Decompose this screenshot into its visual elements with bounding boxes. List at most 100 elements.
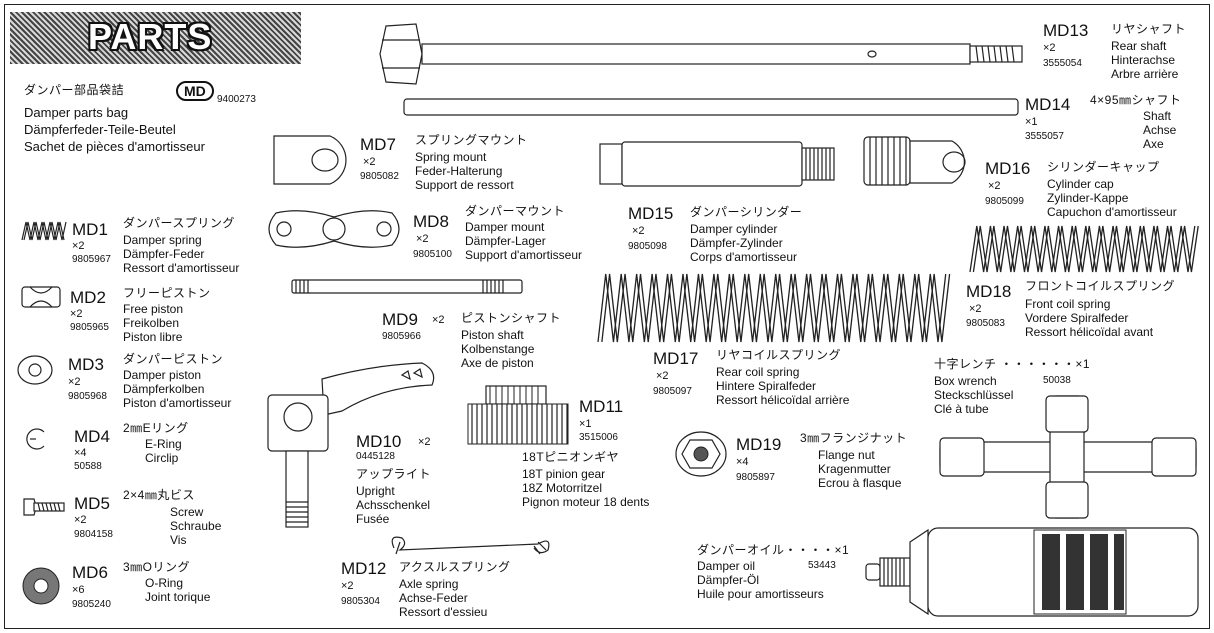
md2-jp: フリーピストン — [123, 286, 211, 300]
md-bag-badge: MD — [176, 81, 214, 101]
piston-icon — [17, 355, 53, 385]
md16-jp: シリンダーキャップ — [1047, 160, 1160, 174]
md8-jp: ダンパーマウント — [465, 204, 566, 218]
bag-names: Damper parts bag Dämpferfeder-Teile-Beut… — [24, 104, 205, 155]
wrench-number: 50038 — [1043, 375, 1071, 386]
bag-name-fr: Sachet de pièces d'amortisseur — [24, 139, 205, 154]
md5-qty: ×2 — [74, 514, 87, 526]
md16-number: 9805099 — [985, 196, 1024, 207]
md13-qty: ×2 — [1043, 42, 1056, 54]
md3-number: 9805968 — [68, 391, 107, 402]
bag-name-de: Dämpferfeder-Teile-Beutel — [24, 122, 176, 137]
spring-mount-icon — [273, 135, 347, 185]
bag-jp-label: ダンパー部品袋詰 — [24, 83, 125, 97]
oil-jp: ダンパーオイル・・・・×1 — [697, 543, 850, 557]
md16-code: MD16 — [985, 159, 1031, 178]
md8-qty: ×2 — [416, 233, 429, 245]
md19-jp: 3㎜フランジナット — [800, 431, 908, 445]
md9-number: 9805966 — [382, 331, 421, 342]
md1-number: 9805967 — [72, 254, 111, 265]
md4-jp: 2㎜Eリング — [123, 421, 189, 435]
md13-number: 3555054 — [1043, 58, 1082, 69]
md5-code: MD5 — [74, 494, 110, 513]
md15-code: MD15 — [628, 204, 674, 223]
pinion-gear-icon — [467, 385, 569, 445]
md4-qty: ×4 — [74, 447, 87, 459]
bag-name-en: Damper parts bag — [24, 105, 129, 120]
coil-spring-icon — [21, 221, 67, 241]
md8-code: MD8 — [413, 212, 449, 231]
e-ring-icon — [26, 428, 45, 450]
upright-icon — [267, 362, 435, 528]
md9-jp: ピストンシャフト — [461, 311, 562, 325]
md14-code: MD14 — [1025, 95, 1071, 114]
md6-qty: ×6 — [72, 584, 85, 596]
md3-jp: ダンパーピストン — [123, 352, 224, 366]
bag-number: 9400273 — [217, 94, 256, 105]
md17-qty: ×2 — [656, 370, 669, 382]
md14-number: 3555057 — [1025, 131, 1064, 142]
md16-qty: ×2 — [988, 180, 1001, 192]
md15-jp: ダンパーシリンダー — [690, 205, 803, 219]
md3-code: MD3 — [68, 355, 104, 374]
md15-number: 9805098 — [628, 241, 667, 252]
md15-qty: ×2 — [632, 225, 645, 237]
md11-jp: 18Tピニオンギヤ — [522, 450, 620, 464]
parts-banner — [10, 12, 301, 64]
cylinder-cap-icon — [863, 136, 966, 186]
md6-jp: 3㎜Oリング — [123, 560, 191, 574]
md19-qty: ×4 — [736, 456, 749, 468]
md4-code: MD4 — [74, 427, 110, 446]
md17-jp: リヤコイルスプリング — [716, 348, 842, 362]
md12-number: 9805304 — [341, 596, 380, 607]
md7-code: MD7 — [360, 135, 396, 154]
md11-number: 3515006 — [579, 432, 618, 443]
shaft-icon — [403, 98, 1019, 116]
md14-jp: 4×95㎜シャフト — [1090, 93, 1182, 107]
rear-coil-spring-icon — [597, 273, 951, 343]
md18-qty: ×2 — [969, 303, 982, 315]
oil-bottle-icon — [865, 527, 1199, 617]
md18-jp: フロントコイルスプリング — [1025, 279, 1176, 293]
oil-number: 53443 — [808, 560, 836, 571]
screw-icon — [23, 498, 65, 516]
sheet-border — [4, 4, 1210, 629]
md18-code: MD18 — [966, 282, 1012, 301]
md2-number: 9805965 — [70, 322, 109, 333]
md14-qty: ×1 — [1025, 116, 1038, 128]
md1-qty: ×2 — [72, 240, 85, 252]
md6-code: MD6 — [72, 563, 108, 582]
rear-shaft-icon — [379, 23, 1023, 85]
md2-code: MD2 — [70, 288, 106, 307]
md13-code: MD13 — [1043, 21, 1089, 40]
free-piston-icon — [21, 286, 61, 308]
md1-jp: ダンパースプリング — [123, 216, 235, 230]
front-coil-spring-icon — [969, 225, 1199, 273]
md8-number: 9805100 — [413, 249, 452, 260]
wrench-jp: 十字レンチ ・・・・・・×1 — [934, 357, 1091, 371]
damper-mount-icon — [268, 210, 400, 248]
md9-code: MD9 — [382, 310, 418, 329]
md4-number: 50588 — [74, 461, 102, 472]
md6-number: 9805240 — [72, 599, 111, 610]
box-wrench-icon — [939, 395, 1197, 519]
md10-qty: ×2 — [418, 436, 431, 448]
md17-number: 9805097 — [653, 386, 692, 397]
md7-qty: ×2 — [363, 156, 376, 168]
md12-code: MD12 — [341, 559, 387, 578]
